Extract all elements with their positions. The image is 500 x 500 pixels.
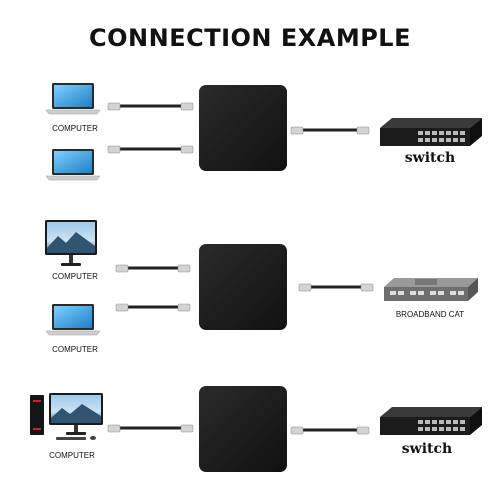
broadband-cat-icon [384,278,478,301]
computer-label: COMPUTER [52,345,98,354]
monitor-icon [45,220,97,266]
ethernet-cable [115,303,191,312]
adapter-hub [199,244,287,330]
broadband-cat-label: BROADBAND CAT [395,310,465,319]
switch-label: switch [401,441,453,457]
computer-label: COMPUTER [49,451,95,460]
ethernet-cable [298,283,374,292]
page-title: CONNECTION EXAMPLE [89,24,411,52]
ethernet-cable [107,102,194,111]
network-switch-icon [380,407,482,435]
computer-label: COMPUTER [52,272,98,281]
adapter-hub [199,386,287,472]
ethernet-cable [107,424,194,433]
ethernet-cable [107,145,194,154]
laptop-icon [45,83,101,115]
computer-label: COMPUTER [52,124,98,133]
ethernet-cable [290,426,370,435]
network-switch-icon [380,118,482,146]
ethernet-cable [115,264,191,273]
laptop-icon [45,304,101,336]
desktop-pc-icon [30,393,103,440]
ethernet-cable [290,126,370,135]
laptop-icon [45,149,101,181]
adapter-hub [199,85,287,171]
switch-label: switch [404,150,456,166]
